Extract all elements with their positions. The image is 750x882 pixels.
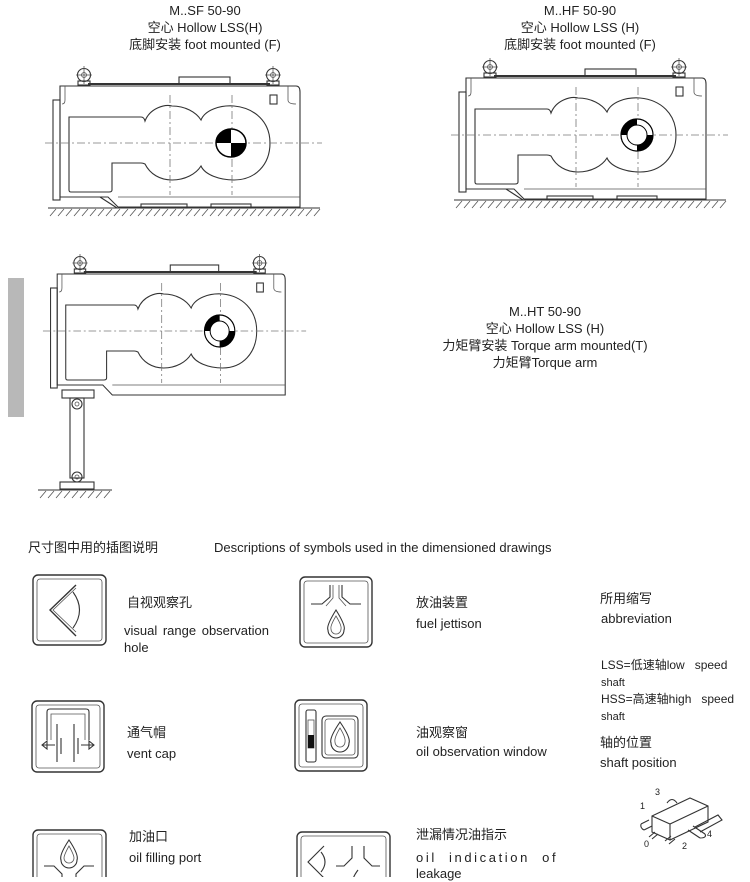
symbol-en: fuel jettison <box>416 616 482 631</box>
ht-arm: 力矩臂Torque arm <box>492 355 598 370</box>
hf-model: M..HF 50-90 <box>543 3 617 18</box>
shaft-pos-label-0: 0 <box>644 839 650 849</box>
shaft-position-en: shaft position <box>600 755 677 770</box>
abbrev-title-cn: 所用缩写 <box>600 591 653 606</box>
symbol-cn: 油观察窗 <box>416 725 469 740</box>
ht-shaft: 空心 Hollow LSS (H) <box>485 321 605 336</box>
shaft-position-cn: 轴的位置 <box>600 735 653 750</box>
abbrev-lss-2: shaft <box>601 677 625 689</box>
shaft-pos-label-4: 4 <box>707 829 713 839</box>
sf-caption: M..SF 50-90 空心 Hollow LSS(H) 底脚安装 foot m… <box>105 2 305 53</box>
symbol-cn: 自视观察孔 <box>127 595 193 610</box>
abbrev-hss: HSS=高速轴high speed <box>601 692 735 706</box>
torque-arm <box>38 389 112 499</box>
symbol-en: vent cap <box>127 746 177 761</box>
abbrev-lss: LSS=低速轴low speed <box>601 658 728 672</box>
abbrev-hss-2: shaft <box>601 711 625 723</box>
shaft-pos-label-2: 2 <box>682 841 688 851</box>
symbol-en: visual range observation <box>124 623 269 638</box>
hf-caption: M..HF 50-90 空心 Hollow LSS (H) 底脚安装 foot … <box>480 2 680 53</box>
shaft-pos-label-3: 3 <box>655 787 661 797</box>
solid-shaft-disc-icon <box>215 128 247 158</box>
sf-shaft: 空心 Hollow LSS(H) <box>147 20 263 35</box>
hollow-shaft-ring-icon <box>203 314 236 348</box>
oil-fill-icon <box>32 829 107 877</box>
hf-mount: 底脚安装 foot mounted (F) <box>504 37 656 52</box>
symbol-cn: 泄漏情况油指示 <box>416 827 508 842</box>
hf-shaft: 空心 Hollow LSS (H) <box>520 20 640 35</box>
oil-window-icon <box>294 699 368 772</box>
oil-drain-icon <box>299 576 373 648</box>
ht-gearbox-drawing <box>38 253 308 499</box>
vent-cap-icon <box>31 700 105 773</box>
symbol-cn: 加油口 <box>129 829 169 844</box>
symbol-en: oil filling port <box>129 850 202 865</box>
gearbox-drawings <box>38 57 729 499</box>
symbol-cn: 放油装置 <box>416 595 469 610</box>
legend-title-cn: 尺寸图中用的插图说明 <box>28 540 159 555</box>
shaft-pos-label-1: 1 <box>640 801 646 811</box>
symbol-en-2: hole <box>124 640 149 655</box>
symbol-cn: 通气帽 <box>127 725 167 740</box>
hollow-shaft-ring-icon <box>620 118 654 152</box>
sf-gearbox-drawing <box>44 65 323 217</box>
legend-title-en: Descriptions of symbols used in the dime… <box>214 540 552 555</box>
ht-caption: M..HT 50-90 空心 Hollow LSS (H) 力矩臂安装 Torq… <box>420 303 670 371</box>
sf-mount: 底脚安装 foot mounted (F) <box>129 37 281 52</box>
symbol-en: oil observation window <box>416 744 547 759</box>
side-bar <box>8 278 24 417</box>
abbrev-title-en: abbreviation <box>601 611 672 626</box>
symbol-en: oil indication of <box>416 850 559 865</box>
ht-model: M..HT 50-90 <box>508 304 581 319</box>
hf-gearbox-drawing <box>450 57 729 209</box>
ht-mount: 力矩臂安装 Torque arm mounted(T) <box>442 338 648 353</box>
eye-icon <box>32 574 107 646</box>
symbol-en-2: leakage <box>416 866 462 881</box>
oil-leak-icon <box>296 831 391 877</box>
sf-model: M..SF 50-90 <box>169 3 241 18</box>
